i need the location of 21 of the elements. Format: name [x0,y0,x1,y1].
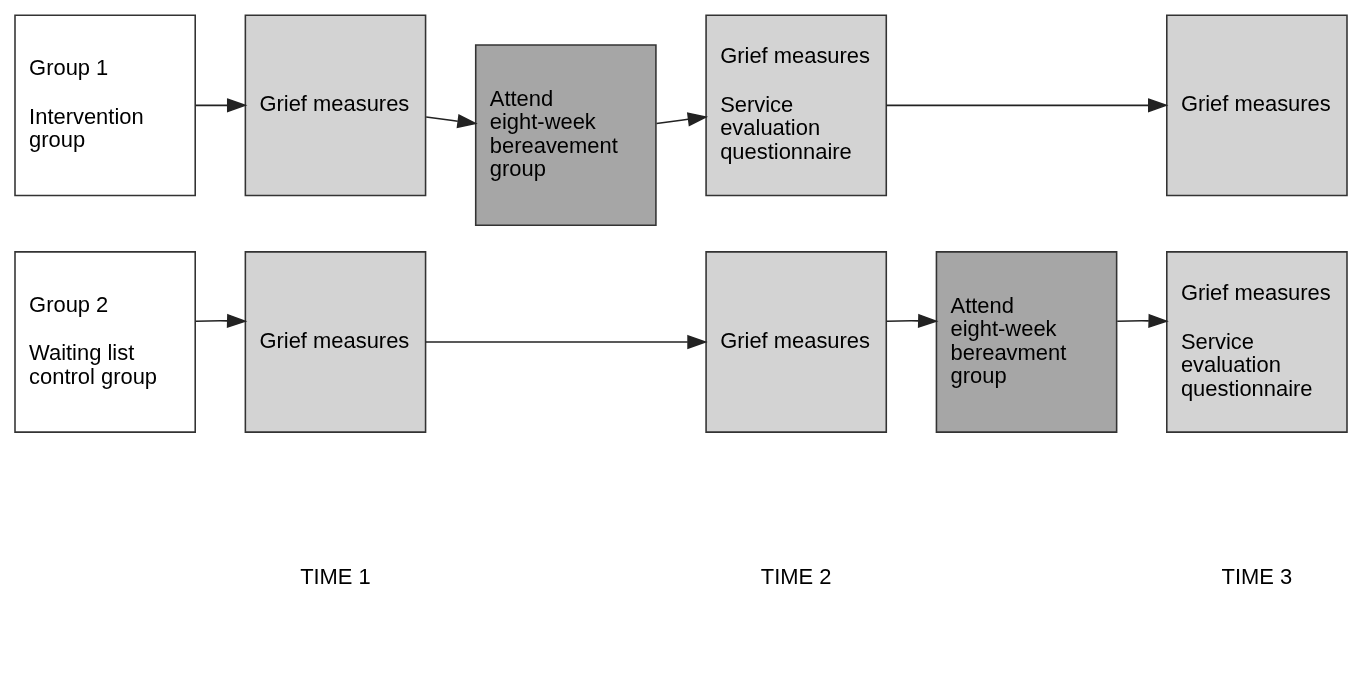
label: TIME 3 [1221,563,1293,589]
arrow [886,313,939,328]
node-box: Grief measures [1166,14,1348,196]
arrow [885,97,1169,112]
node-box: Grief measures [244,250,427,433]
node-box: Attend eight-week bereavement group [474,43,657,226]
arrow [1116,313,1169,328]
node-box: Grief measures [244,14,427,196]
node-box: Attend eight-week bereavment group [935,250,1118,433]
arrow [425,113,478,128]
label: TIME 2 [760,563,832,589]
arrow [195,313,248,328]
node-box: Group 2 Waiting list control group [14,250,196,433]
label: TIME 1 [300,563,371,589]
node-box: Grief measures Service evaluation questionnaire [1166,250,1348,433]
node-box: Grief measures Service evaluation questionnaire [705,14,888,196]
arrow [425,334,708,349]
arrow [655,111,709,126]
node-box: Group 1 Intervention group [14,14,196,196]
arrow [195,97,248,112]
node-box: Grief measures [705,250,888,433]
